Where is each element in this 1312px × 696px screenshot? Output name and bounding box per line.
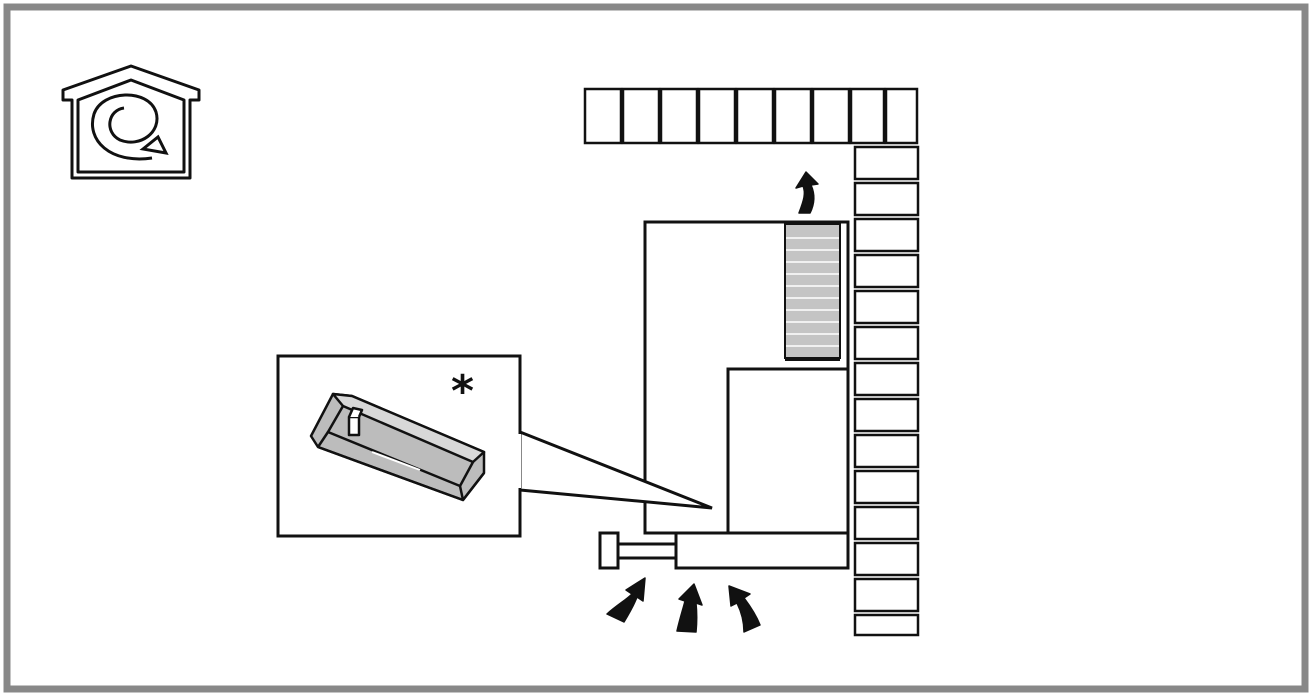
callout-asterisk: *: [451, 366, 474, 417]
intake-duct: [674, 531, 850, 570]
airflow-out-arrow-icon: [795, 171, 819, 214]
airflow-in-arrow-middle-icon: [676, 583, 703, 633]
airflow-in-arrow-right-icon: [728, 585, 761, 633]
airflow-arrows: [606, 171, 819, 633]
damper-knob: [598, 531, 678, 570]
heat-exchanger-coil: [784, 223, 841, 361]
brick-wall-right: [853, 145, 920, 637]
filter-detail-callout: *: [276, 354, 713, 538]
airflow-in-arrow-left-icon: [606, 577, 646, 623]
brick-wall-top: [583, 87, 919, 145]
fan-compartment: [726, 367, 850, 535]
house-recirculation-icon: [61, 64, 201, 180]
air-filter-icon: [309, 392, 486, 502]
indoor-unit: [643, 220, 850, 570]
